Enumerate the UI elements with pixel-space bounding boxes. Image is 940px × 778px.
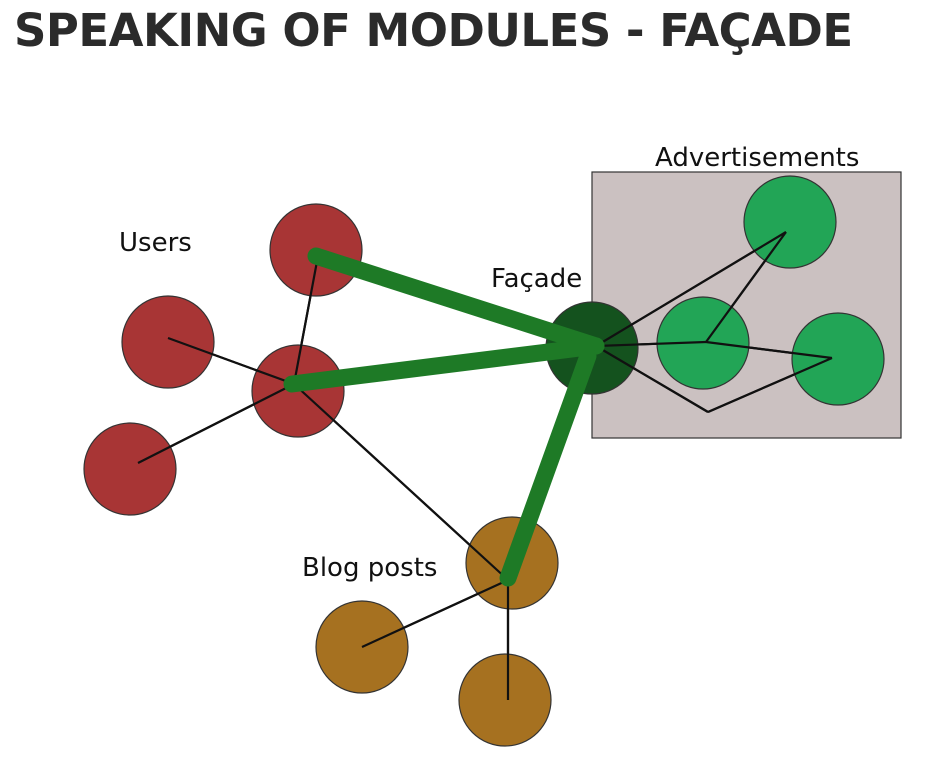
user-nodes — [83, 203, 363, 516]
slide-title: SPEAKING OF MODULES - FAÇADE — [14, 4, 853, 57]
facade-label: Façade — [491, 264, 582, 294]
advertisements-label: Advertisements — [655, 143, 859, 173]
advertisement-node-top — [743, 175, 837, 269]
facade-link-users-top — [307, 247, 605, 355]
user-node-left-lower — [83, 422, 177, 516]
facade-link-blog-posts — [499, 347, 597, 587]
blog-posts-label: Blog posts — [302, 553, 437, 583]
facade-link-users-hub — [283, 337, 605, 393]
module-links-over — [137, 231, 833, 700]
advertisement-node-right — [791, 312, 885, 406]
users-label: Users — [119, 228, 192, 258]
blog-post-node-bottom — [458, 653, 552, 747]
facade-links — [283, 247, 605, 587]
user-node-left-upper — [121, 295, 215, 389]
